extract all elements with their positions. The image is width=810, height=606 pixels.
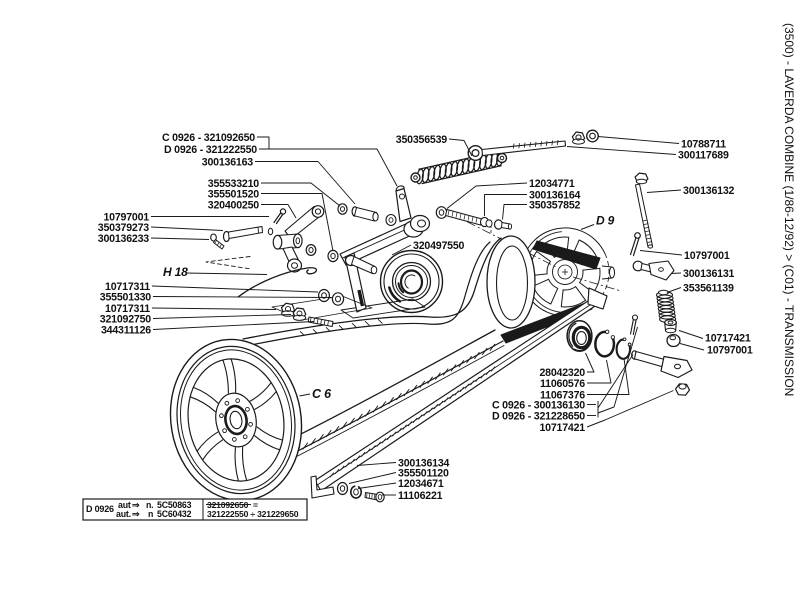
svg-text:350356539: 350356539 [396, 134, 448, 146]
svg-text:300117689: 300117689 [678, 150, 729, 162]
svg-text:5C60432: 5C60432 [157, 509, 192, 519]
svg-text:355501520: 355501520 [208, 189, 260, 201]
svg-text:aut.: aut. [116, 509, 131, 519]
svg-text:12034771: 12034771 [529, 178, 575, 190]
svg-text:353561139: 353561139 [683, 283, 734, 295]
svg-text:11106221: 11106221 [398, 490, 443, 502]
svg-text:320400250: 320400250 [208, 200, 260, 212]
svg-text:aut: aut [118, 500, 131, 510]
svg-text:C 0926 - 300136130: C 0926 - 300136130 [492, 400, 585, 412]
svg-text:300136164: 300136164 [529, 190, 581, 202]
svg-text:C 6: C 6 [312, 387, 332, 401]
svg-text:D 9: D 9 [596, 214, 615, 228]
svg-text:10797001: 10797001 [684, 250, 730, 262]
svg-text:28042320: 28042320 [539, 367, 585, 379]
svg-text:⇒: ⇒ [132, 509, 140, 519]
svg-text:5C50863: 5C50863 [157, 500, 192, 510]
svg-text:355501120: 355501120 [398, 468, 449, 480]
svg-text:300136163: 300136163 [202, 157, 254, 169]
svg-text:=: = [253, 500, 258, 510]
svg-text:355533210: 355533210 [208, 178, 260, 190]
svg-text:11067376: 11067376 [540, 390, 585, 402]
svg-text:11060576: 11060576 [540, 378, 585, 390]
svg-text:D 0926 - 321228650: D 0926 - 321228650 [492, 411, 585, 423]
svg-text:10717311: 10717311 [105, 281, 150, 293]
svg-text:n.: n. [146, 500, 153, 510]
svg-text:321092750: 321092750 [100, 314, 152, 326]
svg-text:D 0926 - 321222550: D 0926 - 321222550 [164, 144, 257, 156]
svg-text:10797001: 10797001 [707, 345, 753, 357]
svg-text:10717421: 10717421 [705, 333, 751, 345]
svg-text:n: n [148, 509, 153, 519]
svg-text:10788711: 10788711 [681, 139, 726, 151]
svg-text:350357852: 350357852 [529, 200, 581, 212]
svg-text:10717311: 10717311 [105, 303, 150, 315]
svg-text:10717421: 10717421 [539, 422, 585, 434]
svg-text:344311126: 344311126 [101, 325, 151, 337]
svg-text:10797001: 10797001 [103, 212, 149, 224]
svg-text:355501330: 355501330 [100, 292, 152, 304]
svg-text:350379273: 350379273 [98, 222, 150, 234]
svg-text:300136131: 300136131 [683, 268, 735, 280]
svg-text:320497550: 320497550 [413, 240, 465, 252]
svg-text:321222550 ÷ 321229650: 321222550 ÷ 321229650 [207, 509, 299, 519]
svg-text:H 18: H 18 [163, 265, 188, 279]
svg-text:D 0926: D 0926 [86, 504, 114, 514]
svg-text:12034671: 12034671 [398, 478, 444, 490]
svg-text:300136134: 300136134 [398, 458, 450, 470]
svg-text:300136132: 300136132 [683, 185, 735, 197]
svg-text:⇒: ⇒ [132, 500, 140, 510]
svg-text:300136233: 300136233 [98, 233, 150, 245]
svg-text:(3500) - LAVERDA COMBINE (1/86: (3500) - LAVERDA COMBINE (1/86-12/92) > … [782, 23, 796, 396]
svg-text:C 0926 - 321092650: C 0926 - 321092650 [162, 132, 255, 144]
